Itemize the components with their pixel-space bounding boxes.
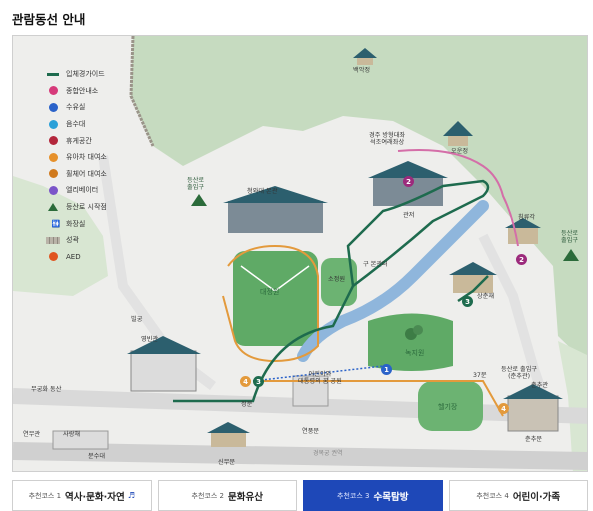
trailhead-icon bbox=[48, 203, 58, 212]
label-sarangchae: 사랑채 bbox=[63, 431, 81, 438]
aed-icon bbox=[48, 252, 58, 262]
label-gwanjeo: 관저 bbox=[403, 212, 415, 219]
ogakjeong-pavilion bbox=[443, 121, 473, 146]
sangchunjae-building bbox=[449, 262, 497, 293]
legend-item: AED bbox=[45, 249, 107, 266]
label-gate-37: 37문 bbox=[473, 372, 487, 379]
label-cheongwadae-main: 청와대 본관 bbox=[247, 188, 278, 195]
label-chunchugwan: 춘추관 bbox=[531, 382, 549, 389]
label-trail-right: 등산로 출입구 bbox=[561, 230, 579, 245]
label-sangchunjae: 상춘재 bbox=[477, 293, 495, 300]
tab-course-3[interactable]: 추천코스 3 수목탐방 bbox=[303, 480, 443, 511]
legend-item: 종합안내소 bbox=[45, 83, 107, 100]
course-green-route bbox=[173, 179, 490, 403]
legend-item: 음수대 bbox=[45, 116, 107, 133]
legend-item: 휠체어 대여소 bbox=[45, 166, 107, 183]
label-ogakjeong: 오운정 bbox=[451, 148, 469, 155]
legend-item: ᅟ🚻 화장실 bbox=[45, 219, 86, 228]
restroom-icon: ᅟ🚻 bbox=[45, 219, 61, 228]
label-yeonmugwan: 연무관 bbox=[23, 431, 41, 438]
legend-item: 휴게공간 bbox=[45, 132, 107, 149]
label-chimryugak: 침류각 bbox=[518, 214, 536, 221]
wheelchair-rental-icon bbox=[48, 169, 58, 179]
label-gyeongbokgung: 경복궁 권역 bbox=[313, 450, 343, 457]
label-gyeongju-bangsang: 경주 방형대좌 석조여래좌상 bbox=[369, 132, 406, 147]
mountain-area bbox=[131, 36, 587, 365]
right-hill bbox=[558, 341, 587, 471]
trail-guide-line-icon bbox=[47, 72, 59, 76]
legend-item: 유아차 대여소 bbox=[45, 149, 107, 166]
stream bbox=[297, 200, 489, 362]
tab-course-4[interactable]: 추천코스 4 어린이·가족 bbox=[448, 480, 588, 511]
label-bugung: 무궁화 동산 bbox=[31, 386, 62, 393]
tab-course-2[interactable]: 추천코스 2 문화유산 bbox=[157, 480, 297, 511]
daejeongwon-lawn bbox=[233, 251, 318, 346]
course-orange-route bbox=[222, 244, 319, 363]
page-title: 관람동선 안내 bbox=[12, 12, 86, 27]
course-purple-route bbox=[397, 149, 519, 247]
legend-item: 엘리베이터 bbox=[45, 182, 107, 199]
course-blue-route bbox=[252, 365, 384, 382]
label-trail-gate-chunchu: 등산로 출입구 (춘추관) bbox=[501, 366, 538, 381]
course4-marker[interactable]: 4 bbox=[240, 376, 251, 387]
legend-item: 등산로 시작점 bbox=[45, 199, 107, 216]
label-bunhwa: 빌궁 bbox=[131, 316, 143, 323]
bottom-road bbox=[13, 442, 587, 470]
chunchugwan-building bbox=[503, 384, 563, 432]
label-trail-left: 등산로 출입구 bbox=[187, 177, 205, 192]
label-daejeongwon: 대정원 bbox=[260, 288, 280, 296]
stroller-rental-icon bbox=[48, 152, 58, 162]
label-helipad: 헬기장 bbox=[438, 403, 458, 411]
legend-item: 성곽 bbox=[45, 232, 107, 249]
course3-marker[interactable]: 3 bbox=[462, 296, 473, 307]
drinking-water-icon bbox=[48, 119, 58, 129]
left-hill bbox=[13, 176, 108, 296]
tree-icon bbox=[413, 325, 423, 335]
label-children-playground: 어린이와 대통령의 꿈 공원 bbox=[298, 371, 342, 386]
course1-marker[interactable]: 1 bbox=[381, 364, 392, 375]
label-chunchumun: 춘추문 bbox=[525, 436, 543, 443]
sarangchae-building bbox=[52, 430, 109, 450]
label-sojeongwon: 소정원 bbox=[328, 276, 346, 283]
label-gyeongmun: 정문 bbox=[241, 401, 253, 408]
nokjiwon-lawn bbox=[368, 313, 453, 371]
label-gu-bonkwanteo: 구 본관터 bbox=[363, 261, 388, 268]
fortress-wall-icon bbox=[46, 236, 60, 244]
helipad-area bbox=[418, 381, 483, 431]
course-tabs: 추천코스 1 역사·문화·자연 ♬ 추천코스 2 문화유산 추천코스 3 수목탐… bbox=[12, 480, 588, 511]
rest-area-icon bbox=[48, 136, 58, 146]
course3-marker[interactable]: 3 bbox=[253, 376, 264, 387]
label-nokjiwon: 녹지원 bbox=[405, 349, 425, 357]
label-sinmumun: 신무문 bbox=[218, 459, 236, 466]
label-bunsu: 분수대 bbox=[88, 453, 106, 460]
headphone-icon: ♬ bbox=[127, 491, 135, 500]
course2-marker[interactable]: 2 bbox=[403, 176, 414, 187]
course2-marker[interactable]: 2 bbox=[516, 254, 527, 265]
yeonbingwan-building bbox=[127, 336, 201, 392]
label-baegakjeong: 백악정 bbox=[353, 67, 371, 74]
cheongwadae-main-building bbox=[223, 186, 328, 233]
nursing-room-icon bbox=[48, 102, 58, 112]
baegakjeong-pavilion bbox=[353, 48, 377, 65]
legend-item: 입체경가이드 bbox=[45, 66, 107, 83]
label-yeonpungmun: 연풍문 bbox=[302, 428, 320, 435]
elevator-icon bbox=[48, 185, 58, 195]
tour-route-map[interactable]: 입체경가이드 종합안내소 수유실 음수대 휴게공간 유아차 대여소 휠체어 대여… bbox=[12, 35, 588, 472]
tab-course-1[interactable]: 추천코스 1 역사·문화·자연 ♬ bbox=[12, 480, 152, 511]
trailhead-icon bbox=[191, 194, 207, 206]
label-yeonbingwan: 영빈관 bbox=[141, 336, 159, 343]
information-center-icon bbox=[48, 86, 58, 96]
fortress-wall bbox=[129, 36, 155, 147]
legend-item: 수유실 bbox=[45, 99, 107, 116]
sinmumun-gate bbox=[207, 422, 250, 447]
map-legend: 입체경가이드 종합안내소 수유실 음수대 휴게공간 유아차 대여소 휠체어 대여… bbox=[45, 66, 107, 265]
course4-marker[interactable]: 4 bbox=[498, 403, 509, 414]
trailhead-icon bbox=[563, 249, 579, 261]
